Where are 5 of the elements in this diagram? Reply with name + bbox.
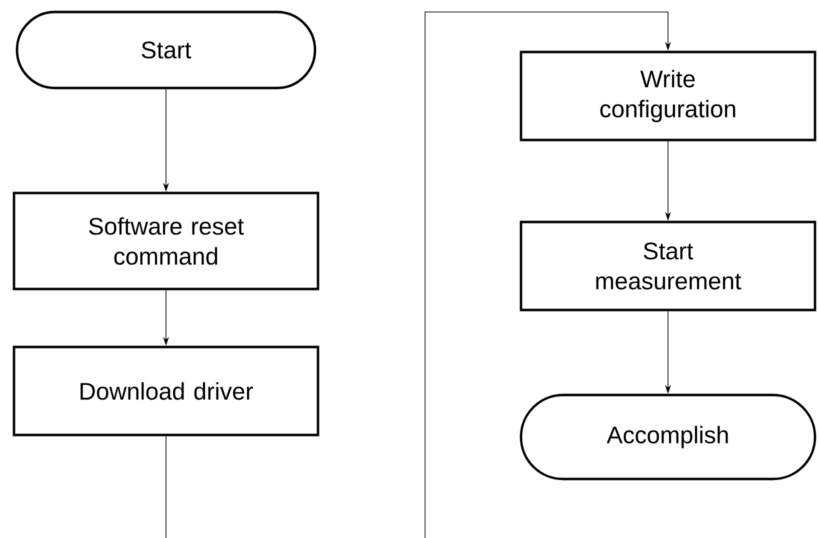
process-box: Write configuration (520, 50, 816, 142)
arrow (424, 12, 672, 538)
process-box: Start measurement (520, 220, 816, 312)
process-box: Download driver (12, 346, 320, 436)
process-box: Software reset command (12, 192, 320, 290)
